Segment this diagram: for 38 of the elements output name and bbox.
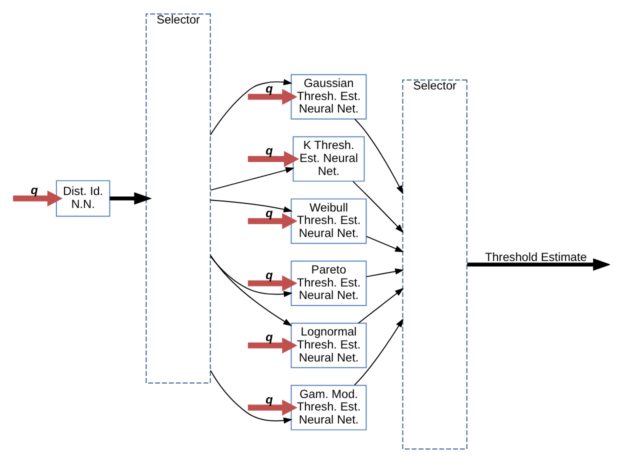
arrow — [110, 192, 152, 205]
edge-label: q — [266, 392, 273, 406]
arrow — [248, 400, 298, 416]
arrow — [210, 370, 292, 424]
edge-label: q — [266, 268, 273, 282]
node-box: Gaussian Thresh. Est. Neural Net. — [290, 74, 367, 120]
node-box: Lognormal Thresh. Est. Neural Net. — [290, 322, 367, 368]
arrow — [210, 254, 292, 326]
arrow — [248, 275, 298, 298]
node-box: Weibull Thresh. Est. Neural Net. — [290, 198, 367, 244]
arrow — [354, 318, 404, 386]
edge-label: q — [266, 330, 273, 344]
edge-label: Threshold Estimate — [484, 250, 587, 264]
arrow — [248, 150, 300, 167]
edge-label: q — [266, 81, 273, 96]
arrow — [366, 236, 404, 252]
arrow — [210, 256, 293, 298]
node-box: Dist. Id. N.N. — [56, 180, 110, 217]
arrow — [210, 167, 294, 191]
edge-label: q — [266, 144, 273, 158]
arrow — [354, 118, 404, 194]
arrow — [210, 200, 293, 212]
arrow — [248, 88, 298, 105]
arrow — [248, 337, 298, 354]
node-box: K Thresh. Est. Neural Net. — [292, 136, 365, 182]
arrow — [13, 190, 63, 206]
arrow — [352, 180, 404, 233]
arrow — [366, 268, 404, 278]
arrow — [467, 258, 610, 271]
edge-label: q — [266, 206, 273, 220]
arrow — [248, 213, 298, 230]
arrow — [358, 288, 404, 324]
node-box: Selector — [146, 13, 211, 384]
node-box: Gam. Mod. Thresh. Est. Neural Net. — [290, 384, 367, 430]
edge-label: q — [30, 183, 38, 198]
node-box: Selector — [402, 80, 468, 450]
node-box: Pareto Thresh. Est. Neural Net. — [290, 260, 367, 306]
arrow — [210, 79, 292, 136]
